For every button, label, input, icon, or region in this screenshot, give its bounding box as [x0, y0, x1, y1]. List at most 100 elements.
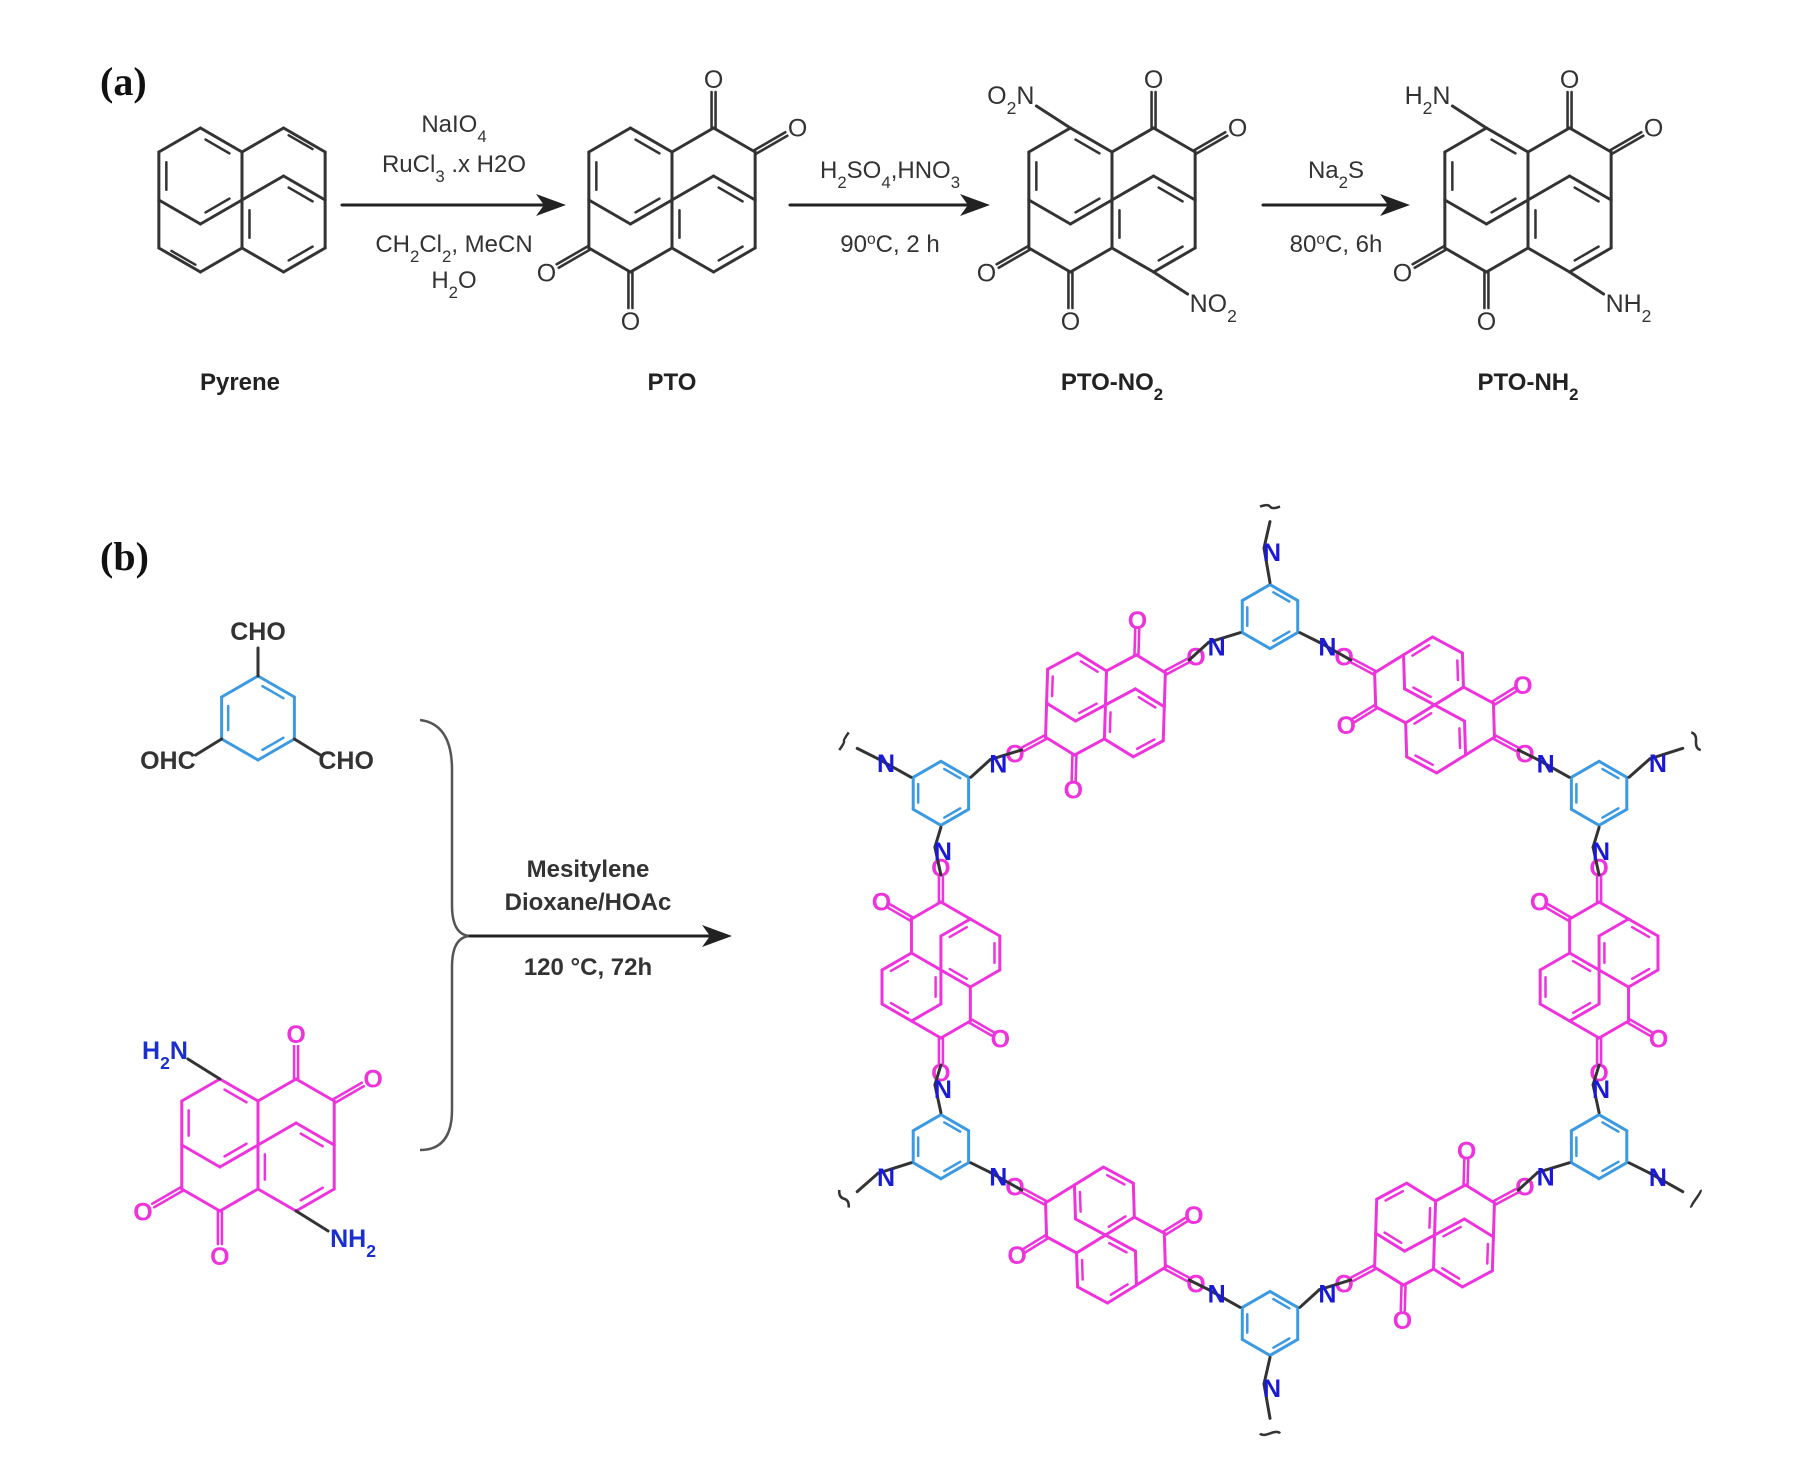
carbonyl-bond	[1492, 737, 1518, 753]
carbonyl-bond	[1070, 753, 1074, 782]
double-bond	[1573, 186, 1600, 203]
double-bond	[1272, 1337, 1291, 1349]
bond	[1027, 126, 1072, 154]
bond	[968, 917, 1002, 938]
c-n-bond	[1568, 270, 1606, 296]
imine-n-label: N	[1592, 1076, 1610, 1104]
double-bond	[1079, 660, 1099, 673]
bond	[1568, 900, 1601, 921]
bond	[240, 174, 286, 202]
bond	[1464, 735, 1496, 757]
label-run: 2	[1569, 385, 1578, 404]
bond	[1102, 737, 1135, 759]
double-bond	[1630, 967, 1651, 981]
carbonyl-bond	[1351, 703, 1376, 720]
double-bond	[1490, 197, 1517, 214]
bond	[1105, 653, 1138, 673]
bond	[1538, 1002, 1572, 1023]
bond	[1434, 1183, 1468, 1203]
label-run: OHC	[140, 747, 196, 775]
oxygen-label: O	[537, 259, 556, 287]
bond	[1484, 126, 1530, 154]
bond	[294, 1187, 336, 1213]
bond	[1044, 1201, 1049, 1239]
label-run: N	[1016, 82, 1034, 110]
carbonyl-bond	[1164, 1220, 1189, 1237]
bond	[218, 1187, 260, 1213]
imine-bond	[1648, 1171, 1685, 1194]
label-run: CH	[375, 231, 410, 258]
bond	[1431, 1267, 1464, 1289]
double-bond	[948, 967, 968, 981]
wavy-bond-truncation-icon	[1689, 1189, 1703, 1209]
oxygen-label: O	[621, 308, 640, 336]
label-run: 4	[477, 127, 486, 146]
benzene-node	[911, 1113, 971, 1181]
imine-n-label: N	[1318, 633, 1336, 661]
double-bond	[1105, 1173, 1126, 1186]
oxygen-label: O	[363, 1066, 382, 1094]
bond	[218, 1143, 260, 1169]
bond	[1490, 1235, 1495, 1273]
imine-n-label: N	[934, 1076, 952, 1104]
bond	[587, 246, 632, 274]
benzene-bond	[256, 674, 296, 699]
bond	[1068, 246, 1114, 274]
bond	[628, 126, 674, 154]
bond	[1568, 246, 1613, 274]
label-run: .x H2O	[445, 151, 526, 178]
bond	[1460, 1269, 1494, 1289]
bond	[628, 198, 674, 226]
bond	[1461, 685, 1495, 705]
bond	[1374, 1197, 1379, 1235]
oxygen-label: O	[1061, 308, 1080, 336]
carbonyl-bond	[1351, 657, 1377, 673]
benzene-bond	[1569, 1161, 1601, 1181]
imine-bond	[855, 746, 880, 761]
carbonyl-bond	[889, 903, 914, 919]
double-bond	[261, 736, 285, 752]
carbonyl-bond	[1413, 248, 1448, 270]
bond	[1405, 755, 1439, 775]
bond	[198, 246, 244, 274]
carbonyl-bond	[754, 134, 789, 156]
bond	[880, 1002, 913, 1023]
carbonyl-bond	[1462, 1158, 1466, 1187]
double-bond	[1078, 1190, 1082, 1213]
double-bond	[204, 138, 231, 155]
bond	[1431, 1233, 1437, 1271]
bond	[282, 246, 327, 274]
carbonyl-bond	[1492, 1187, 1518, 1203]
double-bond	[889, 959, 910, 973]
benzene-bond	[911, 1161, 943, 1181]
bond	[1076, 1285, 1110, 1305]
bond	[180, 1187, 222, 1213]
label-run: PTO-NH	[1478, 369, 1570, 396]
bond	[194, 737, 224, 757]
bond	[180, 1143, 222, 1169]
imine-bond	[876, 1161, 913, 1175]
imine-bond	[969, 1161, 992, 1174]
benzene-bond	[1268, 1337, 1300, 1357]
arrowhead-icon	[960, 194, 990, 216]
imine-bond	[1262, 520, 1272, 550]
bond	[282, 174, 327, 202]
imine-bond	[1317, 1278, 1353, 1292]
bond	[157, 246, 202, 274]
oxygen-label: O	[1334, 1271, 1353, 1299]
bond	[1491, 1201, 1496, 1239]
double-bond	[223, 1088, 248, 1104]
bond	[1106, 1283, 1138, 1305]
carbonyl-bond	[1020, 734, 1046, 749]
bond	[1075, 1251, 1080, 1289]
imine-bond	[988, 748, 1024, 762]
label-run: N	[1432, 82, 1450, 110]
bond	[712, 246, 757, 274]
benzene-bond	[1240, 583, 1272, 603]
bond	[1405, 1181, 1438, 1203]
label-run: C, 2 h	[876, 231, 940, 258]
condition-label: CH2Cl2, MeCN	[375, 231, 532, 266]
wavy-bond-truncation-icon	[1258, 1430, 1282, 1437]
